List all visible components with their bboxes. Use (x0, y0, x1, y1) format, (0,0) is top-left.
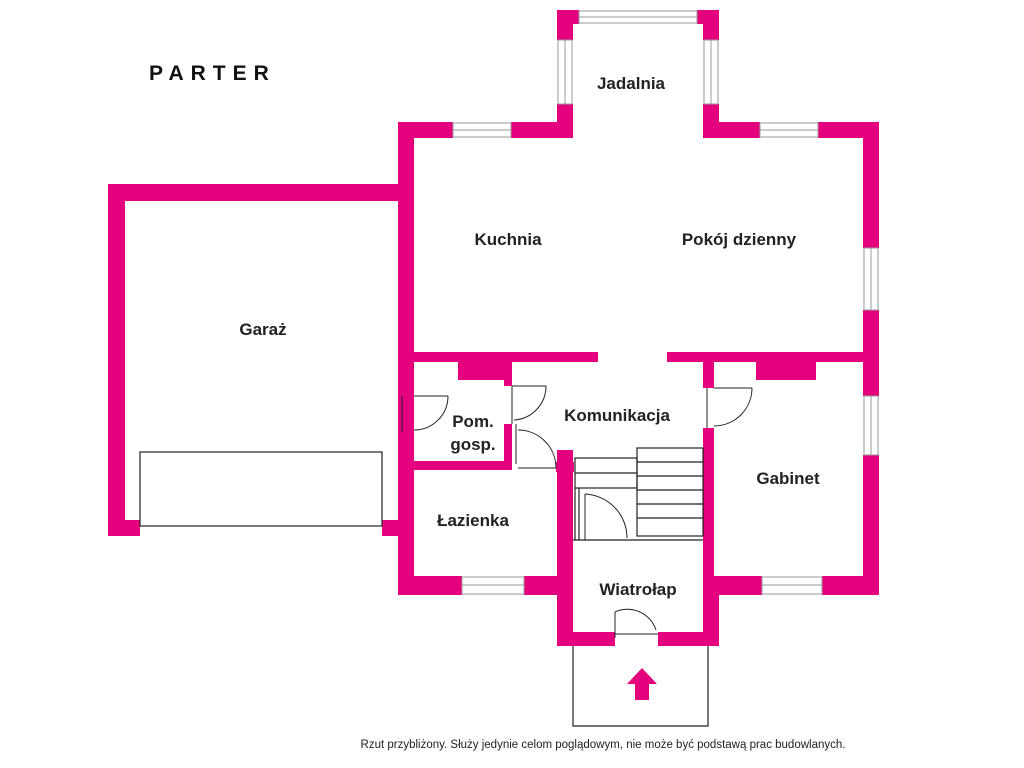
disclaimer-note: Rzut przybliżony. Służy jedynie celom po… (361, 739, 846, 751)
wall-segment (511, 122, 573, 138)
wall-segment (557, 10, 573, 40)
wall-segment (658, 632, 719, 646)
door-lazienka (515, 424, 557, 469)
door-entrance (614, 608, 658, 638)
entrance-step (572, 646, 709, 727)
room-label-pokoj-dzienny: Pokój dzienny (682, 230, 797, 249)
wall-segment (703, 428, 714, 595)
floor-title: PARTER (149, 62, 276, 85)
wall-segment (398, 362, 414, 396)
doors (401, 385, 753, 638)
staircase (573, 447, 704, 541)
room-label-pom-gosp-line1: Pom. (452, 412, 494, 431)
wall-segment (504, 362, 512, 386)
door-pom-gosp (401, 395, 449, 432)
wall-segment (412, 461, 512, 470)
wall-segment (703, 362, 714, 388)
wall-segment (108, 184, 125, 536)
window-glazing-lines (453, 16, 872, 586)
door-gabinet (706, 387, 753, 428)
wall-segment (756, 352, 816, 380)
room-label-lazienka: Łazienka (437, 511, 509, 530)
garage-door (139, 451, 383, 527)
wall-segment (108, 184, 414, 201)
wall-segment (556, 462, 574, 472)
entrance-arrow-icon (627, 668, 657, 700)
wall-segment (557, 450, 573, 646)
room-label-kuchnia: Kuchnia (474, 230, 542, 249)
wall-segment (863, 122, 879, 248)
door-wiatrolap-inner (584, 493, 628, 540)
room-label-jadalnia: Jadalnia (597, 74, 666, 93)
wall-segment (398, 122, 414, 522)
wall-segment (504, 424, 512, 464)
room-label-garaz: Garaż (239, 320, 286, 339)
wall-segment (703, 10, 719, 40)
wall-segment (458, 352, 510, 380)
wall-segment (822, 576, 879, 595)
walls (108, 10, 879, 646)
windows (452, 10, 879, 595)
wall-segment (398, 576, 462, 595)
wall-segment (108, 520, 140, 536)
wall-segment (863, 455, 879, 595)
wall-segment (703, 122, 760, 138)
wall-segment (703, 576, 762, 595)
wall-segment (557, 632, 615, 646)
fixtures (139, 447, 709, 727)
room-label-gabinet: Gabinet (756, 469, 820, 488)
room-label-pom-gosp-line2: gosp. (450, 435, 495, 454)
door-komunikacja-left (511, 385, 547, 424)
room-label-komunikacja: Komunikacja (564, 406, 670, 425)
room-label-wiatrolap: Wiatrołap (599, 580, 676, 599)
